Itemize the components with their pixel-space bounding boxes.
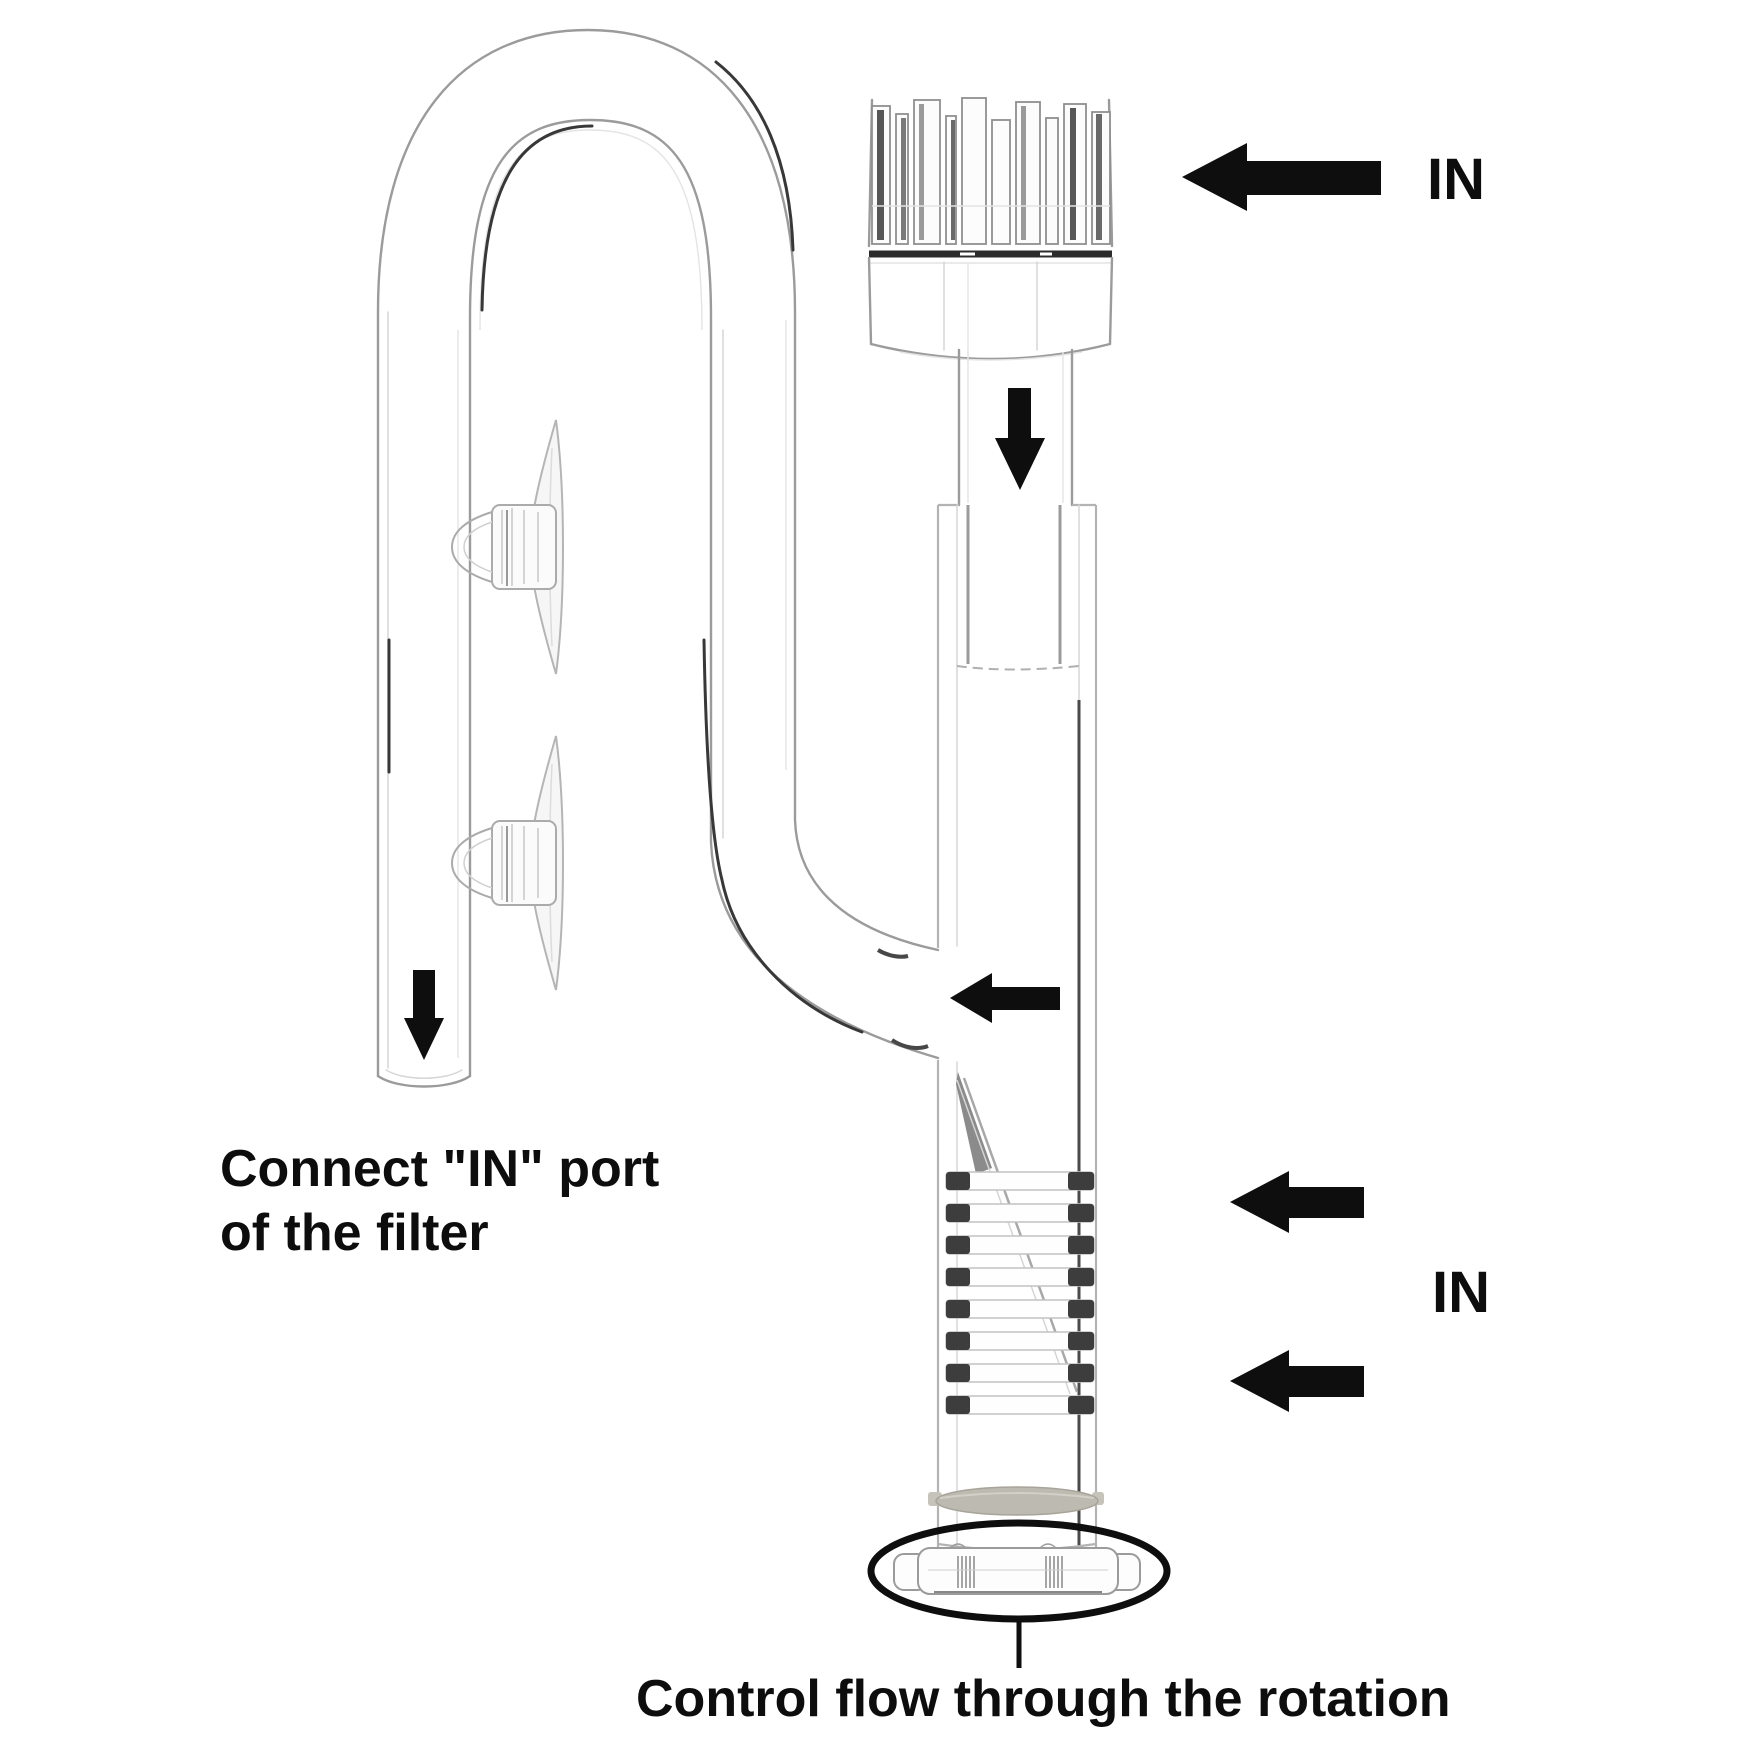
annotations: IN IN Connect "IN" port of the filter Co… — [220, 143, 1490, 1728]
crown-tooth-shadow — [1070, 108, 1076, 240]
glass-shadow-arc — [714, 60, 795, 252]
skimmer-neck — [957, 348, 1074, 507]
skimmer-outer-tube — [936, 503, 1098, 1548]
label-connect-line2: of the filter — [220, 1204, 489, 1262]
o-ring — [928, 1486, 1104, 1516]
label-in-side: IN — [1432, 1260, 1490, 1325]
slot-row — [945, 1171, 1095, 1191]
skimmer-crown — [867, 97, 1114, 361]
slot-row — [945, 1235, 1095, 1255]
slot-row — [945, 1299, 1095, 1319]
crown-tooth-shadow — [919, 104, 924, 240]
slot-row — [945, 1395, 1095, 1415]
pipe-open-end — [376, 1074, 472, 1088]
crown-tooth-shadow — [1021, 106, 1026, 240]
seam-mark — [890, 1038, 929, 1050]
skimmer-unit — [867, 97, 1141, 1595]
slot-row — [945, 1203, 1095, 1223]
u-pipe — [376, 28, 940, 1088]
label-connect-line1: Connect "IN" port — [220, 1140, 659, 1198]
glass-reflection — [479, 129, 703, 331]
glass-shadow-arc — [480, 124, 594, 312]
flow-control-base — [893, 1542, 1141, 1595]
suction-cup-upper — [451, 419, 564, 675]
crown-tooth-shadow — [877, 110, 884, 240]
crown-tooth-shadow — [951, 120, 955, 240]
slot-row — [945, 1267, 1095, 1287]
slot-row — [945, 1363, 1095, 1383]
glass-shadow-arc — [702, 638, 864, 1034]
skimmer-intake-slots — [945, 1171, 1095, 1415]
label-control-flow: Control flow through the rotation — [636, 1670, 1451, 1728]
inner-tube-bottom — [956, 665, 1080, 671]
slot-row — [945, 1331, 1095, 1351]
arrow-left-slots-lower-icon — [1230, 1350, 1364, 1412]
label-in-top: IN — [1427, 147, 1485, 212]
arrow-down-into-tube-icon — [995, 388, 1045, 490]
seam-mark — [876, 948, 909, 959]
intake-wedge — [956, 1072, 992, 1174]
pipe-open-end-inner — [385, 1069, 463, 1080]
suction-cup-lower — [451, 735, 564, 991]
arrow-down-to-filter-icon — [404, 970, 444, 1060]
u-pipe-outer-edge — [376, 28, 940, 1078]
arrow-left-in-top-icon — [1182, 143, 1381, 211]
inner-tube — [966, 505, 1062, 664]
arrow-left-junction-icon — [950, 973, 1060, 1023]
arrow-left-slots-upper-icon — [1230, 1171, 1364, 1233]
crown-tooth-shadow — [901, 118, 906, 240]
crown-tooth-shadow — [1096, 114, 1102, 240]
